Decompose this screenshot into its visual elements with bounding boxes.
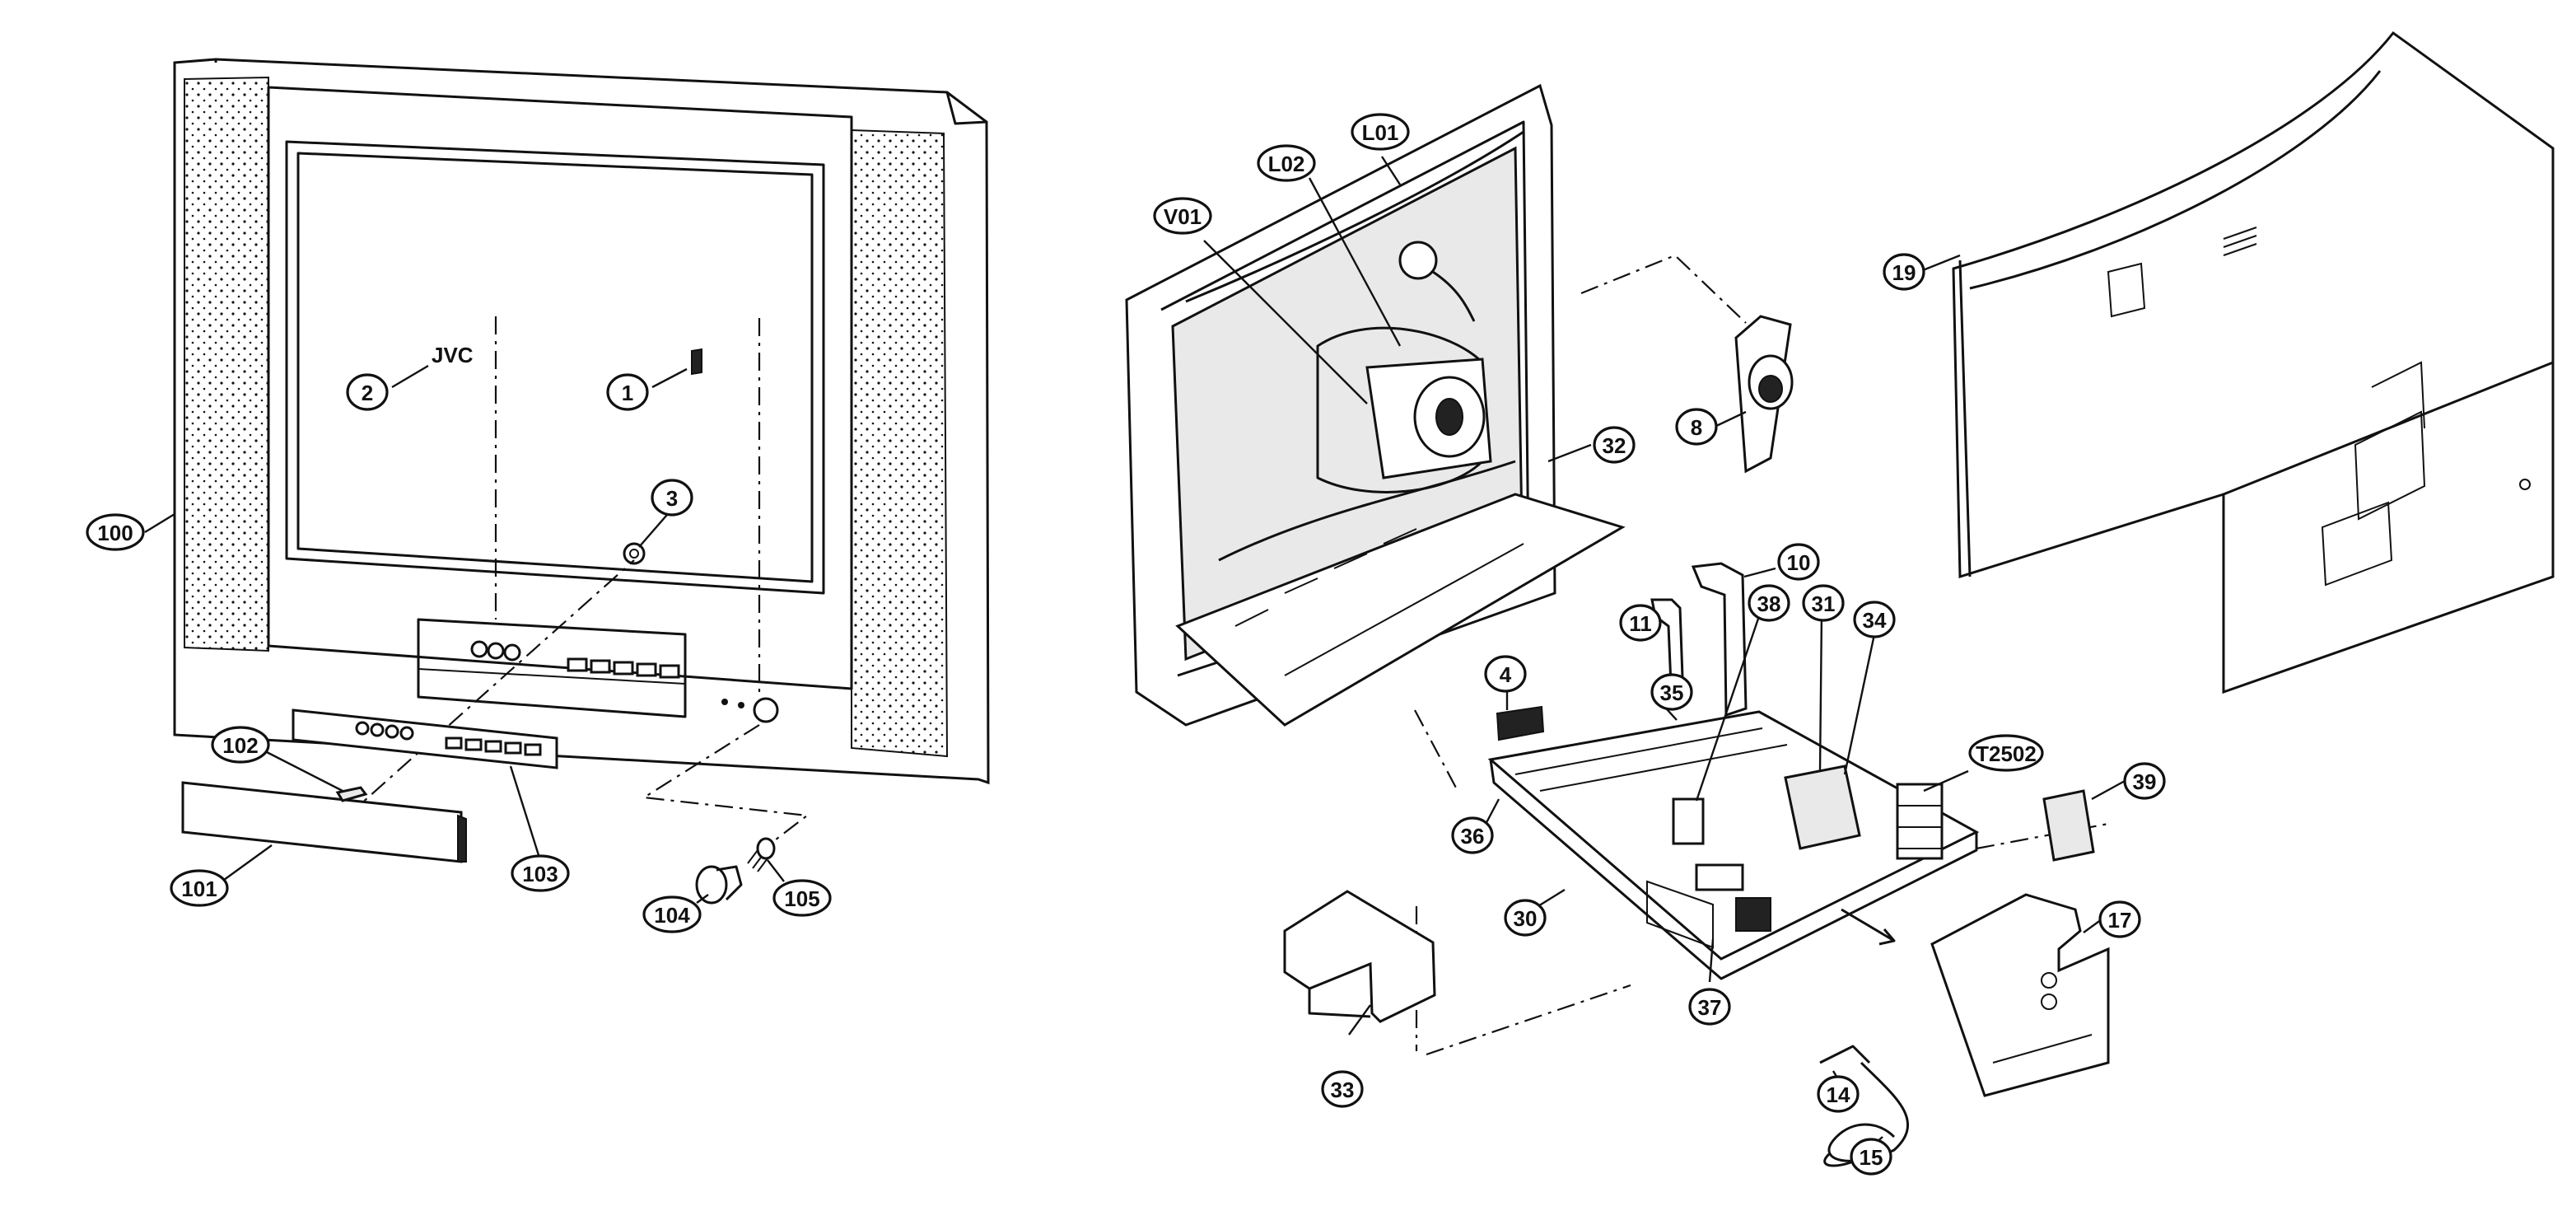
- callout-103: 103: [511, 854, 570, 892]
- callout-11: 11: [1619, 604, 1662, 642]
- terminal-39: [2044, 791, 2093, 860]
- back-cover-19: [1953, 33, 2553, 692]
- callout-39: 39: [2123, 762, 2166, 800]
- callout-label: 38: [1757, 591, 1781, 616]
- back-cover-leader: [1918, 254, 1961, 274]
- button-strip-103: [293, 710, 557, 768]
- speaker-8: [1736, 316, 1792, 471]
- callout-label: 101: [181, 877, 217, 901]
- callout-label: 102: [222, 733, 258, 758]
- callout-37: 37: [1688, 988, 1731, 1026]
- callout-3: 3: [651, 479, 693, 517]
- callout-label: 39: [2133, 769, 2157, 794]
- callout-100: 100: [86, 513, 145, 551]
- front-cover-101: [183, 783, 466, 862]
- callout-label: 30: [1514, 906, 1538, 931]
- rear-panel-board-17: [1932, 895, 2108, 1096]
- callout-label: 32: [1603, 433, 1626, 458]
- callout-t2502: T2502: [1968, 734, 2044, 772]
- callout-label: 1: [622, 381, 633, 405]
- chassis-leaders: [1203, 156, 2126, 1151]
- callout-label: 105: [784, 886, 819, 911]
- callout-l02: L02: [1257, 144, 1316, 182]
- callout-label: V01: [1164, 204, 1202, 229]
- spring-105: [748, 839, 774, 872]
- callout-30: 30: [1504, 899, 1547, 937]
- front-cabinet: [175, 59, 988, 783]
- callout-33: 33: [1321, 1070, 1364, 1108]
- power-knob-104: [697, 867, 741, 903]
- callout-label: 19: [1892, 260, 1916, 285]
- callout-label: 2: [362, 381, 373, 405]
- callout-label: 11: [1629, 611, 1652, 636]
- callout-102: 102: [211, 726, 270, 764]
- callout-label: 14: [1827, 1082, 1850, 1107]
- callout-10: 10: [1777, 543, 1820, 581]
- callout-105: 105: [772, 879, 832, 917]
- callout-label: 15: [1860, 1145, 1883, 1170]
- callout-label: 104: [654, 903, 690, 928]
- callout-v01: V01: [1153, 197, 1212, 235]
- callout-34: 34: [1853, 601, 1896, 638]
- callout-35: 35: [1650, 673, 1693, 711]
- callout-38: 38: [1748, 584, 1790, 622]
- jvc-logo-text: JVC: [432, 343, 474, 367]
- callout-label: 4: [1500, 662, 1512, 687]
- callout-label: 37: [1698, 995, 1722, 1020]
- callout-label: 36: [1461, 824, 1485, 849]
- callout-4: 4: [1484, 655, 1527, 693]
- callout-label: T2502: [1976, 741, 2037, 766]
- main-pcb-30: [1491, 707, 1976, 979]
- callout-label: 10: [1787, 550, 1811, 575]
- callout-2: 2: [346, 373, 389, 411]
- callout-36: 36: [1451, 816, 1494, 854]
- callout-label: 34: [1863, 608, 1887, 633]
- callout-label: 17: [2108, 908, 2132, 933]
- callout-label: 8: [1691, 415, 1702, 440]
- led-lens-102: [338, 788, 366, 801]
- callout-8: 8: [1675, 408, 1718, 446]
- callout-label: L02: [1268, 152, 1305, 176]
- callout-14: 14: [1817, 1075, 1860, 1113]
- callout-15: 15: [1850, 1138, 1892, 1176]
- callout-17: 17: [2098, 900, 2141, 938]
- callout-label: 35: [1660, 680, 1684, 705]
- callout-layer: 100 2 1 3 102 101 103 104 105 V01 L02 L01 8 32 10 11 4 35…: [86, 113, 2166, 1176]
- assembly-arrow: [1841, 908, 1896, 946]
- callout-1: 1: [606, 373, 649, 411]
- callout-label: 103: [522, 862, 558, 886]
- callout-104: 104: [642, 895, 702, 933]
- bracket-33: [1285, 891, 1435, 1022]
- callout-19: 19: [1883, 253, 1925, 291]
- crt-chassis-assembly: [1127, 86, 1622, 725]
- callout-label: 100: [97, 521, 133, 545]
- callout-31: 31: [1802, 584, 1845, 622]
- callout-label: 31: [1812, 591, 1836, 616]
- callout-label: 33: [1331, 1078, 1355, 1102]
- callout-101: 101: [170, 869, 229, 907]
- callout-32: 32: [1593, 426, 1636, 464]
- callout-label: 3: [666, 486, 678, 511]
- front-guides: [345, 316, 810, 854]
- callout-l01: L01: [1351, 113, 1410, 151]
- callout-label: L01: [1362, 120, 1399, 145]
